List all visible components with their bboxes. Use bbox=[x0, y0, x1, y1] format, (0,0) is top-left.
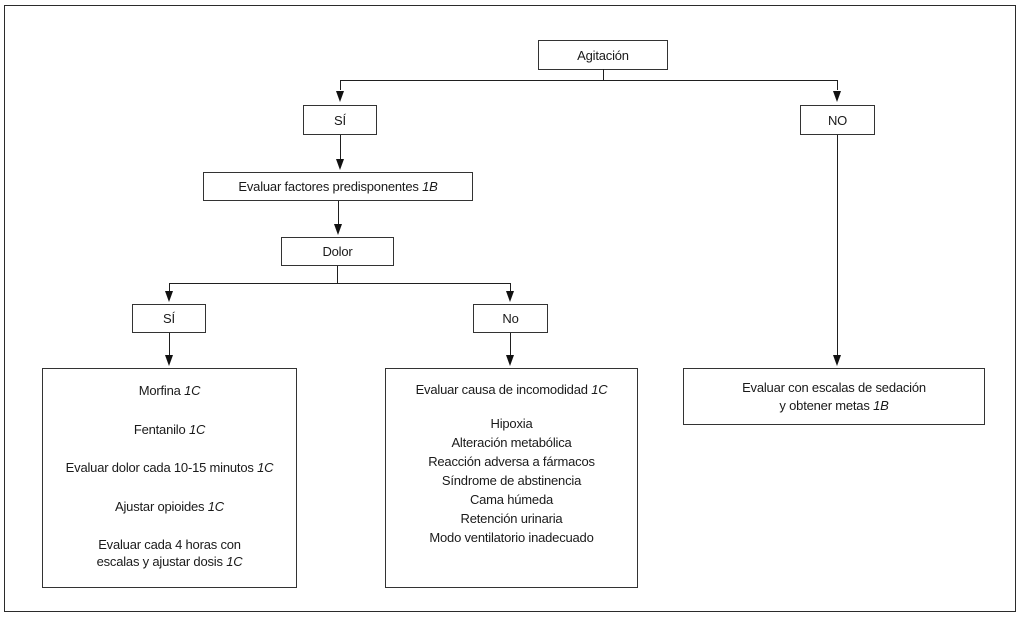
node-factores-text: Evaluar factores predisponentes 1B bbox=[238, 179, 438, 194]
node-no-level2: No bbox=[473, 304, 548, 333]
connector-factores-dolor bbox=[337, 201, 339, 225]
node-dolor: Dolor bbox=[281, 237, 394, 266]
node-no-level1-label: NO bbox=[827, 112, 848, 128]
connector-si2-actions bbox=[168, 333, 170, 356]
action-fentanilo: Fentanilo 1C bbox=[133, 421, 206, 437]
node-no-level2-label: No bbox=[502, 311, 519, 326]
node-agitacion: Agitación bbox=[538, 40, 668, 70]
arrowhead-dolor bbox=[333, 224, 342, 235]
node-escalas-sedacion: Evaluar con escalas de sedación y obtene… bbox=[683, 368, 985, 425]
arrowhead-si2 bbox=[164, 291, 173, 302]
cause-retencion-urinaria: Retención urinaria bbox=[460, 511, 563, 526]
diagram-border bbox=[4, 5, 1016, 612]
node-dolor-label: Dolor bbox=[322, 244, 353, 259]
escalas-line2: y obtener metas 1B bbox=[779, 397, 889, 413]
node-factores-predisponentes: Evaluar factores predisponentes 1B bbox=[203, 172, 473, 201]
connector-to-si1 bbox=[339, 80, 341, 90]
node-si-level1-label: SÍ bbox=[334, 112, 346, 128]
cause-alteracion-metabolica: Alteración metabólica bbox=[451, 435, 572, 450]
cause-reaccion-adversa: Reacción adversa a fármacos bbox=[428, 454, 595, 469]
action-evaluar-dolor: Evaluar dolor cada 10-15 minutos 1C bbox=[65, 460, 274, 475]
node-no-level1: NO bbox=[800, 105, 875, 135]
arrowhead-escalas-box bbox=[833, 355, 841, 366]
connector-root-branch bbox=[339, 80, 838, 82]
arrowhead-pain-yes-box bbox=[164, 355, 173, 366]
arrowhead-factores bbox=[335, 159, 344, 170]
action-ajustar-opioides: Ajustar opioides 1C bbox=[115, 498, 224, 514]
connector-to-no1 bbox=[837, 80, 839, 90]
arrowhead-no2 bbox=[506, 291, 514, 302]
grade-1b: 1B bbox=[422, 179, 438, 194]
escalas-line1: Evaluar con escalas de sedación bbox=[742, 379, 926, 395]
arrowhead-pain-no-box bbox=[506, 355, 514, 366]
arrowhead-si1 bbox=[335, 91, 344, 102]
node-pain-yes-actions: Morfina 1C Fentanilo 1C Evaluar dolor ca… bbox=[42, 368, 297, 588]
arrowhead-no1 bbox=[833, 91, 841, 102]
connector-no2-causes bbox=[510, 333, 512, 356]
connector-root-stem bbox=[602, 69, 604, 81]
node-agitacion-label: Agitación bbox=[577, 47, 629, 63]
cause-sindrome-abstinencia: Síndrome de abstinencia bbox=[441, 473, 582, 488]
connector-to-si2 bbox=[168, 283, 170, 292]
node-si-level1: SÍ bbox=[303, 105, 377, 135]
connector-to-no2 bbox=[510, 283, 512, 292]
node-si-level2-label: SÍ bbox=[163, 311, 175, 326]
cause-cama-humeda: Cama húmeda bbox=[469, 492, 554, 507]
node-si-level2: SÍ bbox=[132, 304, 206, 333]
connector-dolor-stem bbox=[337, 266, 339, 284]
connector-no1-escalas bbox=[837, 135, 839, 356]
connector-si1-factores bbox=[339, 135, 341, 160]
connector-dolor-branch bbox=[168, 283, 511, 285]
causes-header: Evaluar causa de incomodidad 1C bbox=[415, 382, 608, 397]
cause-hipoxia: Hipoxia bbox=[490, 416, 533, 431]
cause-modo-ventilatorio: Modo ventilatorio inadecuado bbox=[429, 530, 594, 545]
node-pain-no-causes: Evaluar causa de incomodidad 1C Hipoxia … bbox=[385, 368, 638, 588]
action-morfina: Morfina 1C bbox=[138, 383, 201, 398]
